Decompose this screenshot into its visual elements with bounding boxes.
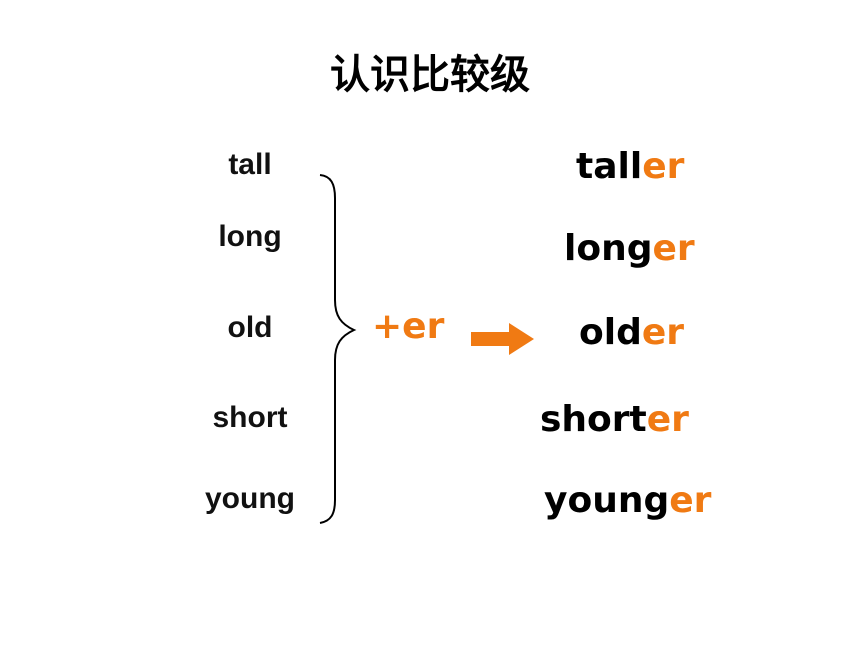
- comparative-ending: er: [641, 312, 685, 353]
- comparative-stem: old: [579, 312, 642, 353]
- comparative-word-older: older: [579, 312, 684, 353]
- base-word-long: long: [218, 220, 282, 253]
- comparative-word-younger: younger: [544, 480, 711, 521]
- page-title: 认识比较级: [330, 52, 530, 98]
- comparative-ending: er: [652, 228, 695, 269]
- comparative-stem: tall: [576, 146, 643, 187]
- comparative-stem: short: [540, 399, 647, 440]
- right-brace-icon: [319, 174, 357, 524]
- comparative-word-taller: taller: [576, 146, 684, 187]
- comparative-ending: er: [642, 146, 685, 187]
- comparative-ending: er: [646, 399, 689, 440]
- right-arrow-icon: [471, 323, 534, 355]
- comparative-word-longer: longer: [564, 228, 695, 269]
- base-word-short: short: [212, 401, 288, 434]
- suffix-label: +er: [372, 306, 445, 347]
- base-word-young: young: [205, 482, 295, 515]
- comparative-stem: young: [544, 480, 670, 521]
- base-word-tall: tall: [228, 148, 272, 181]
- comparative-ending: er: [669, 480, 712, 521]
- base-word-old: old: [227, 311, 273, 344]
- comparative-stem: long: [564, 228, 653, 269]
- comparative-word-shorter: shorter: [540, 399, 689, 440]
